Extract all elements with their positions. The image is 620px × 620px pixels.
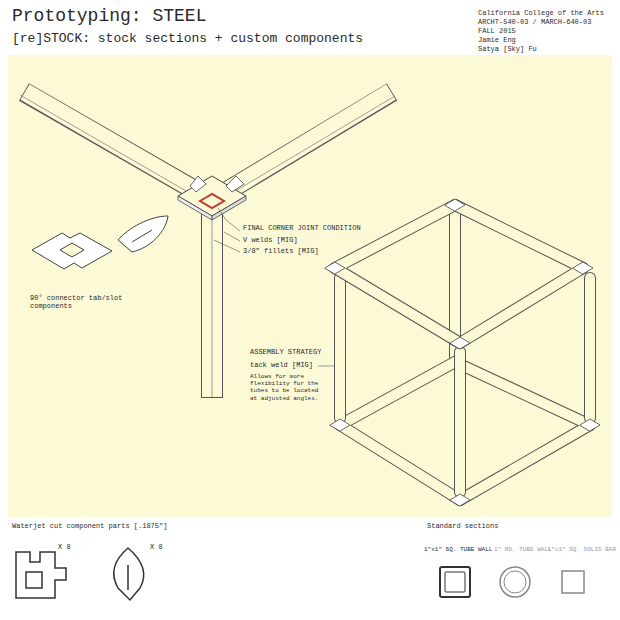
quantity: X 8 xyxy=(58,543,71,551)
callout-heading: FINAL CORNER JOINT CONDITION xyxy=(243,224,361,232)
component-parts xyxy=(16,548,144,600)
subtitle: [re]STOCK: stock sections + custom compo… xyxy=(12,31,363,47)
component-note: 90° connector tab/slot components xyxy=(30,294,140,311)
author-name: Jamie Eng xyxy=(478,36,516,44)
weld-note: tack weld [MIG] xyxy=(250,361,313,369)
assembly-cube xyxy=(325,199,600,506)
assembly-note: Allows for more flexibility for the tube… xyxy=(250,373,328,402)
term: FALL 2015 xyxy=(478,27,516,35)
weld-note: 3/8" fillets [MIG] xyxy=(243,247,319,255)
standard-sections xyxy=(440,567,584,597)
weld-note: V welds [MIG] xyxy=(243,236,298,244)
parts-heading: Waterjet cut component parts [.1875"] xyxy=(12,522,167,530)
school-name: California College of the Arts xyxy=(478,9,604,17)
section-name: 1" RD. TUBE WALL xyxy=(494,546,552,553)
section-name: 1"x1" SQ. TUBE WALL xyxy=(424,546,492,553)
board-panel xyxy=(8,55,612,517)
author-name: Satya [Sky] Fu xyxy=(478,45,537,53)
board-title: Prototyping: STEEL xyxy=(12,6,206,28)
section-name: 1"x1" SQ. SOLID BAR xyxy=(548,546,616,553)
course-code: ARCHT-540-03 / MARCH-640-03 xyxy=(478,18,591,26)
connector-components xyxy=(32,216,168,269)
sections-heading: Standard sections xyxy=(427,522,498,530)
quantity: X 8 xyxy=(150,543,163,551)
callout-heading: ASSEMBLY STRATEGY xyxy=(250,348,321,356)
